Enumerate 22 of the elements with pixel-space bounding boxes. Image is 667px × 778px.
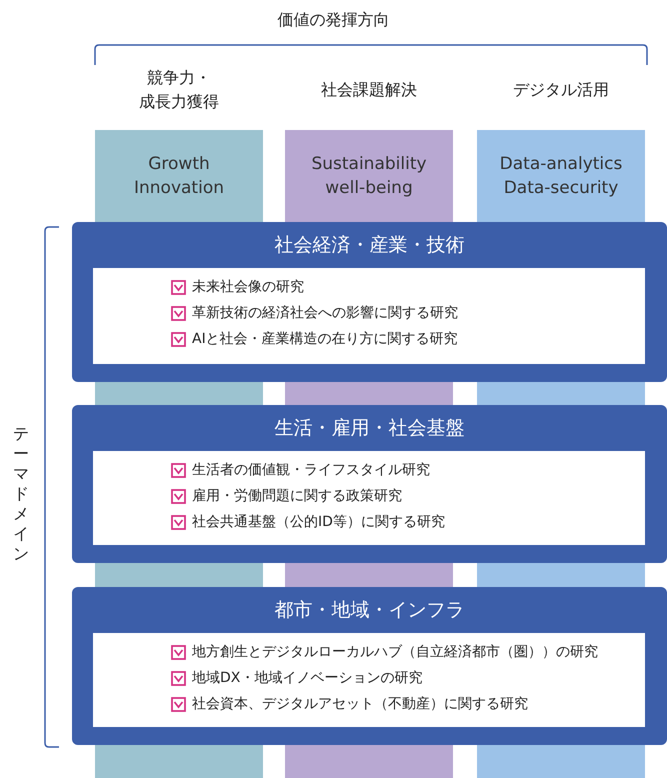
column-heading: 社会課題解決: [320, 79, 418, 101]
theme-box: [72, 222, 667, 382]
theme-title: 生活・雇用・社会基盤: [274, 416, 466, 441]
theme-title: 都市・地域・インフラ: [274, 598, 466, 623]
list-item: AIと社会・産業構造の在り方に関する研究: [192, 330, 458, 348]
column-title: Sustainability well-being: [310, 153, 428, 200]
column-heading: デジタル活用: [512, 79, 610, 101]
list-item: 未来社会像の研究: [192, 278, 304, 296]
list-item: 生活者の価値観・ライフスタイル研究: [192, 461, 430, 479]
column-title: Data-analytics Data-security: [498, 153, 624, 200]
column-title: Growth Innovation: [132, 153, 225, 200]
theme-title: 社会経済・産業・技術: [274, 233, 466, 258]
heading: 価値の発揮方向: [276, 9, 390, 31]
list-item: 地方創生とデジタルローカルハブ（自立経済都市（圏））の研究: [192, 643, 598, 661]
column-heading: 競争力・成長力獲得: [138, 67, 220, 113]
theme-box: [72, 405, 667, 563]
list-item: 地域DX・地域イノベーションの研究: [192, 669, 422, 687]
list-item: 雇用・労働問題に関する政策研究: [192, 487, 402, 505]
list-item: 社会共通基盤（公的ID等）に関する研究: [192, 513, 445, 531]
theme-box: [72, 587, 667, 745]
list-item: 革新技術の経済社会への影響に関する研究: [192, 304, 458, 322]
list-item: 社会資本、デジタルアセット（不動産）に関する研究: [192, 695, 528, 713]
